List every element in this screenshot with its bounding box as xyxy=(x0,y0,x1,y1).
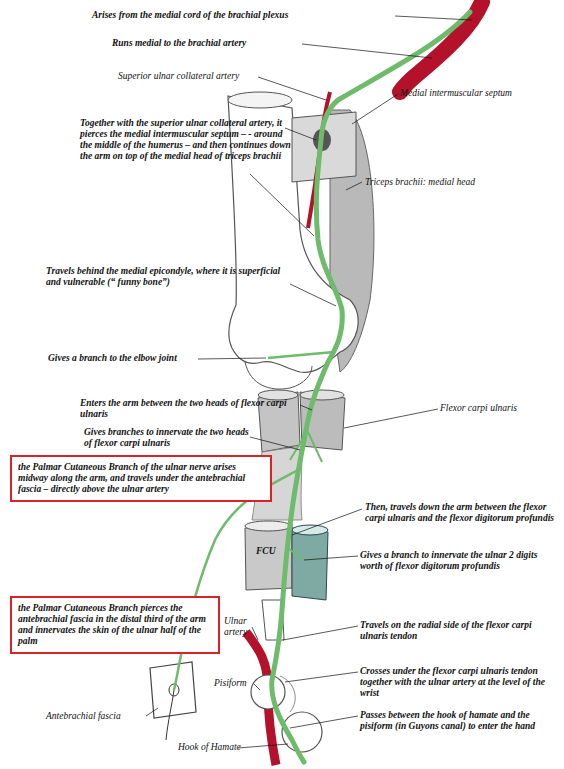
muscle-cut xyxy=(300,390,344,400)
callout-text: the Palmar Cutaneous Branch of the ulnar… xyxy=(18,462,264,495)
leader-line xyxy=(304,556,358,560)
palmar-branch xyxy=(174,470,298,690)
pisiform-bone xyxy=(251,675,285,709)
leader-line xyxy=(292,509,362,535)
annotation-label: Then, travels down the arm between the f… xyxy=(365,502,555,524)
annotation-label: Gives a branch to innervate the ulnar 2 … xyxy=(360,550,560,572)
leader-line xyxy=(302,44,432,58)
leader-line xyxy=(198,358,266,359)
leader-line xyxy=(290,716,358,728)
leader-line xyxy=(283,626,358,640)
annotation-label: Passes between the hook of hamate and th… xyxy=(360,710,560,732)
callout-text: the Palmar Cutaneous Branch pierces the … xyxy=(18,603,212,647)
fcu-branches xyxy=(290,430,322,462)
leader-line xyxy=(258,77,326,100)
annotation-label: Antebrachial fascia xyxy=(46,711,146,722)
fdp-branch xyxy=(288,548,304,560)
annotation-label: Ulnar artery xyxy=(224,616,256,638)
annotation-label: Gives a branch to the elbow joint xyxy=(48,353,203,364)
leader-line xyxy=(252,627,258,640)
fascia-square xyxy=(150,662,196,718)
annotation-label: Superior ulnar collateral artery xyxy=(118,71,263,82)
annotation-label: Hook of Hamate xyxy=(178,742,248,753)
annotation-label: Pisiform xyxy=(214,678,259,689)
annotation-label: Travels behind the medial epicondyle, wh… xyxy=(46,266,296,288)
leader-line xyxy=(238,744,288,748)
annotation-label: Arises from the medial cord of the brach… xyxy=(92,10,397,21)
leader-line xyxy=(250,437,300,450)
leader-line xyxy=(344,409,438,428)
leader-line xyxy=(254,684,260,690)
annotation-label: Together with the superior ulnar collate… xyxy=(80,118,292,162)
leader-line xyxy=(146,708,158,716)
annotation-label: Crosses under the flexor carpi ulnaris t… xyxy=(360,666,555,699)
leader-line xyxy=(285,672,358,682)
ulnar-nerve xyxy=(272,12,470,762)
fdp-muscle xyxy=(292,528,328,600)
humerus-cut xyxy=(228,92,292,108)
annotation-label: Runs medial to the brachial artery xyxy=(112,38,312,49)
leader-line xyxy=(300,405,312,410)
elbow-bone xyxy=(245,362,312,389)
callout-box: the Palmar Cutaneous Branch of the ulnar… xyxy=(10,455,272,502)
leader-line xyxy=(250,174,314,236)
callout-box: the Palmar Cutaneous Branch pierces the … xyxy=(10,596,220,654)
palmar-branch-end xyxy=(166,690,174,740)
leader-line xyxy=(352,94,398,124)
leader-line xyxy=(346,182,362,190)
elbow-branch xyxy=(268,352,334,358)
annotation-label: Medial intermuscular septum xyxy=(400,88,550,99)
annotation-label: Flexor carpi ulnaris xyxy=(440,403,550,414)
leader-line xyxy=(395,16,472,20)
annotation-label: Enters the arm between the two heads of … xyxy=(80,398,302,420)
annotation-label: Triceps brachii: medial head xyxy=(365,177,525,188)
annotation-label: FCU xyxy=(256,546,286,557)
muscle-cut xyxy=(245,521,291,531)
muscle-cut xyxy=(292,525,328,535)
annotation-label: Gives branches to innervate the two head… xyxy=(84,427,256,449)
annotation-label: Travels on the radial side of the flexor… xyxy=(360,620,555,642)
leader-line xyxy=(290,284,336,306)
leader-line xyxy=(285,128,316,140)
